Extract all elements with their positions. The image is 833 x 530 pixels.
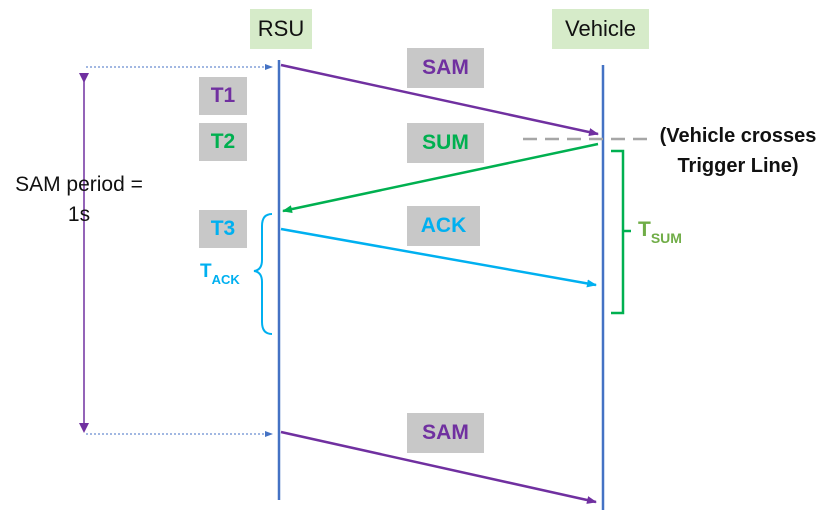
t-ack-bracket: [253, 213, 273, 335]
t1-label: T1: [199, 77, 247, 115]
t-ack-main: T: [200, 261, 212, 282]
t-sum-subscript: SUM: [650, 230, 682, 246]
t-ack-subscript: ACK: [211, 272, 240, 287]
t2-label: T2: [199, 123, 247, 161]
sum-label: SUM: [407, 123, 484, 163]
t-sum-bracket: [611, 149, 631, 315]
vehicle-label: Vehicle: [552, 9, 649, 49]
t-sum-label: TSUM: [638, 218, 682, 246]
sam-message-arrow: [280, 63, 599, 136]
trigger-note-line1: (Vehicle crosses: [659, 125, 817, 147]
sum-message-arrow: [282, 142, 599, 214]
ack-label: ACK: [407, 206, 480, 246]
t3-label: T3: [199, 210, 247, 248]
rsu-label: RSU: [250, 9, 312, 49]
sam-period-line1: SAM period =: [15, 173, 143, 196]
sam-period-line2: 1s: [67, 203, 91, 226]
sam-label: SAM: [407, 48, 484, 88]
t-ack-label: TACK: [200, 261, 240, 287]
sam-second-label: SAM: [407, 413, 484, 453]
sam-period-label: SAM period = 1s: [0, 170, 158, 230]
sam-second-message-arrow: [280, 430, 597, 504]
ack-message-arrow: [280, 227, 597, 288]
trigger-note: (Vehicle crosses Trigger Line): [648, 121, 828, 181]
trigger-note-line2: Trigger Line): [677, 155, 799, 177]
t-sum-main: T: [638, 218, 651, 241]
